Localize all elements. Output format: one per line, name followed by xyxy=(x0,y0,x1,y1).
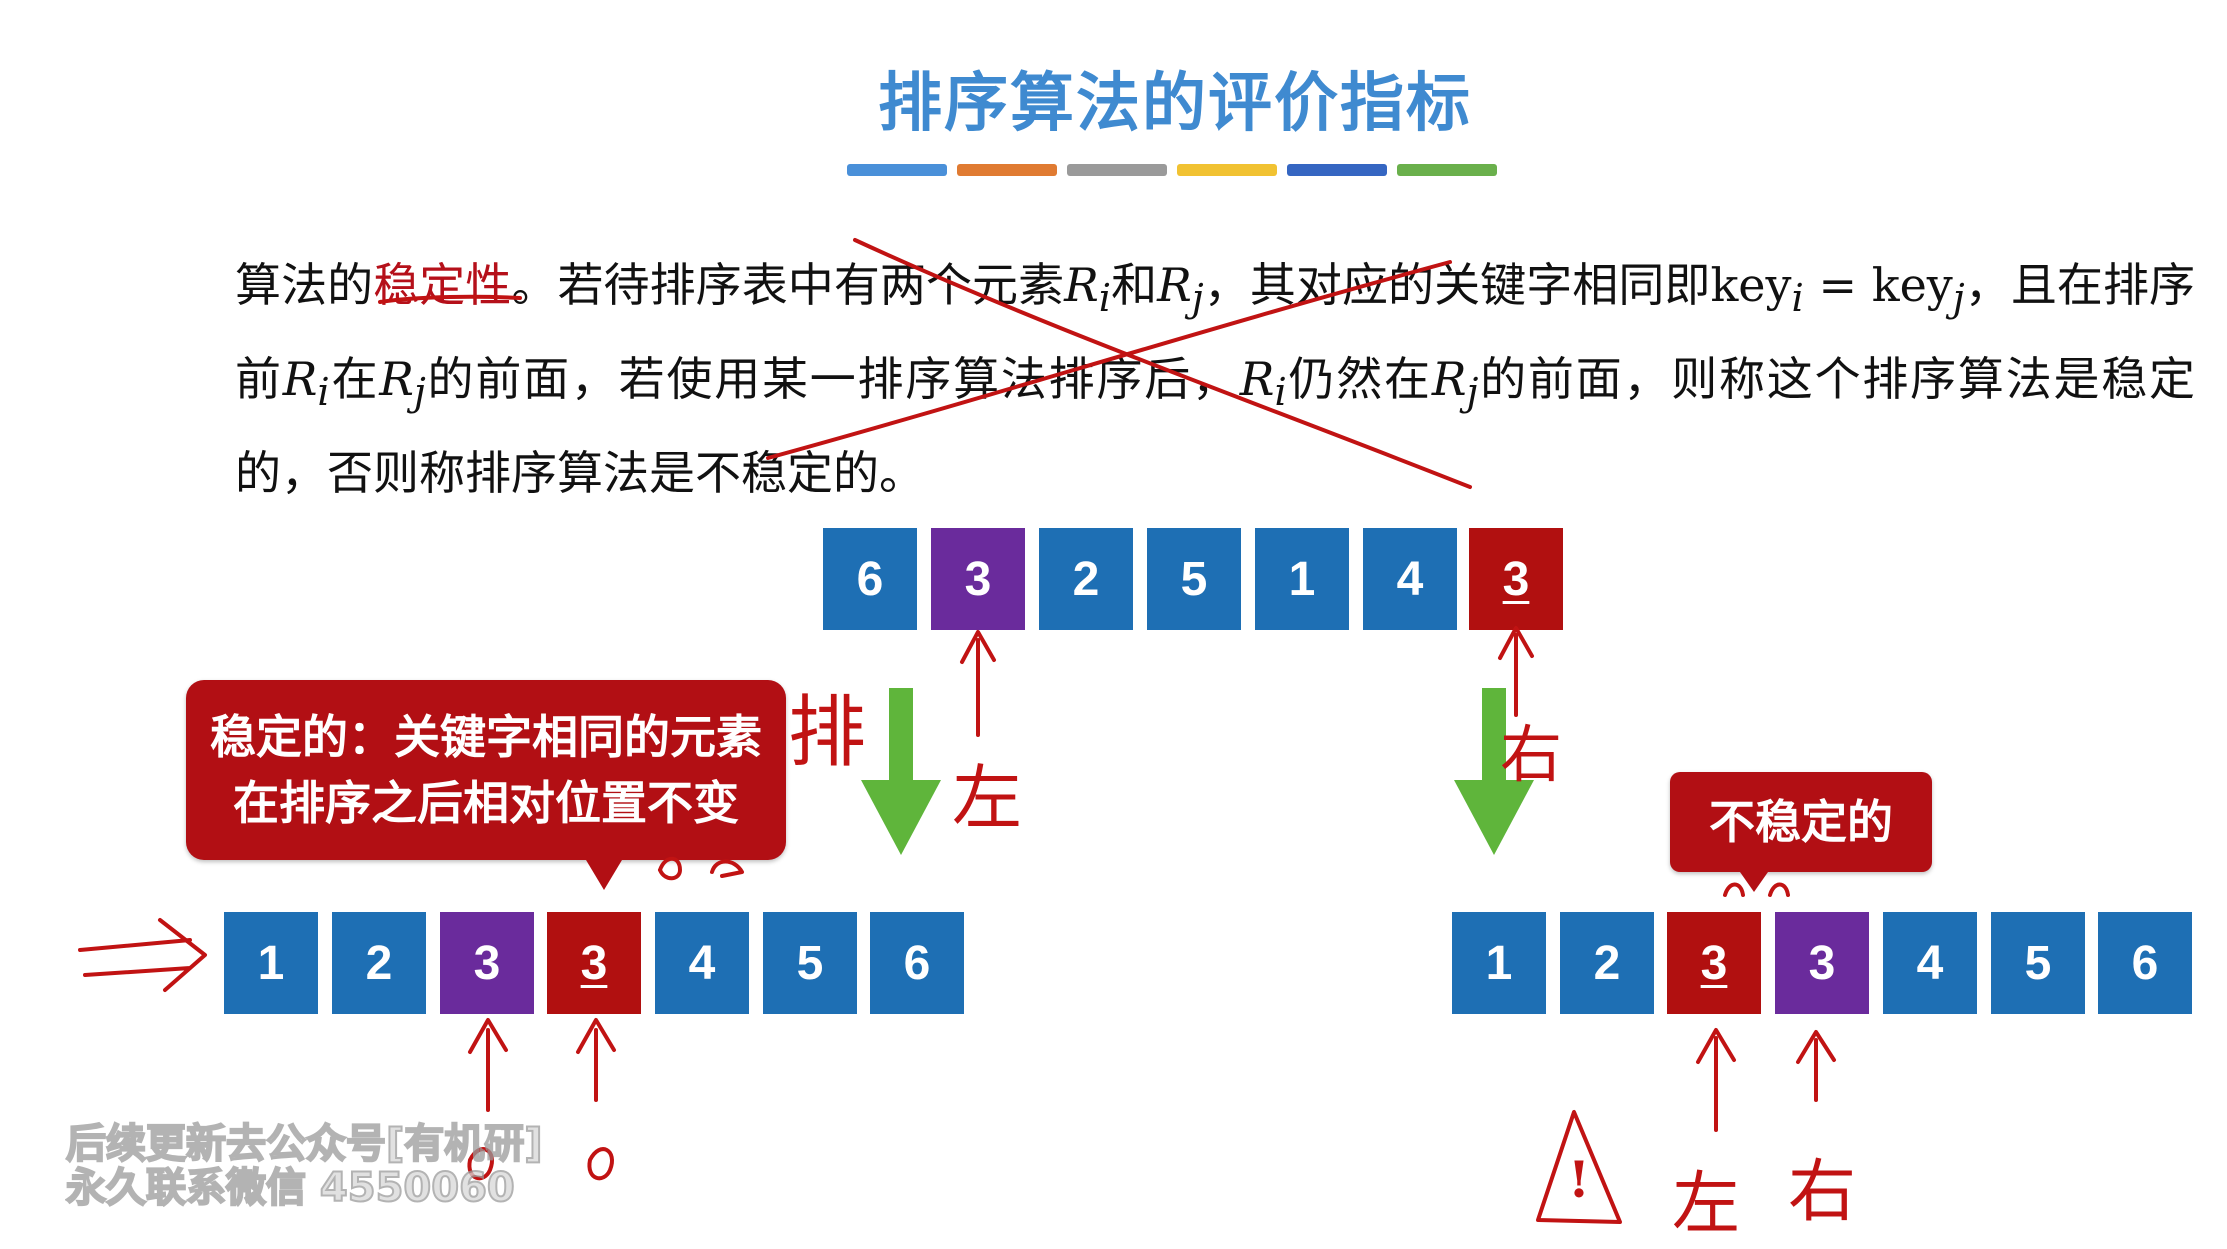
stripe xyxy=(957,164,1057,176)
var-ri: R xyxy=(1239,352,1275,407)
handwritten-left: 左 xyxy=(952,757,1022,839)
array-cell: 2 xyxy=(1039,528,1133,630)
subscript: i xyxy=(1791,276,1804,322)
array-cell: 1 xyxy=(224,912,318,1014)
stability-term: 稳定性 xyxy=(373,258,512,312)
var-ri: R xyxy=(282,352,318,407)
text: 和 xyxy=(1111,258,1158,312)
slide-title: 排序算法的评价指标 xyxy=(878,67,1472,141)
stable-callout: 稳定的：关键字相同的元素 在排序之后相对位置不变 xyxy=(186,680,786,890)
title-color-stripes xyxy=(847,164,1497,176)
green-down-arrow-right xyxy=(1454,688,1534,855)
subscript: i xyxy=(1098,276,1112,322)
ink-cross-stroke xyxy=(766,260,1452,460)
watermark-text: 后续更新去公众号[有机研] 永久联系微信 4550060 xyxy=(65,1121,586,1211)
text: 。若待排序表中有两个元素 xyxy=(511,258,1065,312)
ink-double-arrow xyxy=(78,918,207,992)
array-cell: 5 xyxy=(1991,912,2085,1014)
ink-arrow-up xyxy=(576,1018,616,1102)
text: 在 xyxy=(329,352,380,407)
ink-mark xyxy=(467,1147,494,1181)
handwritten-right: 右 xyxy=(1788,1153,1857,1232)
array-cell-ri: 3 xyxy=(440,912,534,1014)
subscript: j xyxy=(1191,276,1204,322)
array-cell: 1 xyxy=(1452,912,1546,1014)
subscript: i xyxy=(1274,370,1287,416)
array-cell: 5 xyxy=(763,912,857,1014)
text: 的前面，则称这个排序算法是稳定的，否则称排序算法是不稳定的。 xyxy=(235,352,2196,501)
warning-triangle-icon xyxy=(1536,1110,1622,1224)
callout-line: 稳定的：关键字相同的元素 xyxy=(210,710,762,764)
array-cell: 6 xyxy=(2098,912,2192,1014)
handwritten-sort: 排 xyxy=(788,688,867,778)
array-cell: 4 xyxy=(1363,528,1457,630)
subscript: i xyxy=(317,370,330,416)
callout-line: 在排序之后相对位置不变 xyxy=(233,776,739,830)
ink-arrow-up xyxy=(468,1018,508,1112)
var-rj: R xyxy=(1431,352,1467,407)
ink-cross-stroke xyxy=(853,238,1472,489)
watermark-line: 永久联系微信 4550060 xyxy=(65,1165,516,1211)
var-rj: R xyxy=(379,352,414,407)
array-cell: 4 xyxy=(655,912,749,1014)
handwritten-left: 左 xyxy=(1672,1165,1741,1244)
ink-arrow-up xyxy=(960,630,996,737)
var-ri: R xyxy=(1064,258,1099,312)
array-cell: 1 xyxy=(1255,528,1349,630)
ink-arrow-up xyxy=(1498,626,1534,717)
text: 仍然在 xyxy=(1286,352,1432,407)
array-cell-rj: 3 xyxy=(1667,912,1761,1014)
array-cell-rj: 3 xyxy=(547,912,641,1014)
ink-mark xyxy=(1723,882,1790,897)
array-cell: 2 xyxy=(332,912,426,1014)
subscript: j xyxy=(1466,370,1479,416)
cell-value: 3 xyxy=(1502,552,1530,606)
ink-arrow-up xyxy=(1796,1030,1836,1102)
handwritten-right: 右 xyxy=(1500,718,1563,791)
stripe xyxy=(847,164,947,176)
text: ，且在排序前 xyxy=(235,258,2195,407)
warning-mark: ! xyxy=(1568,1150,1590,1209)
array-cell-rj: 3 xyxy=(1469,528,1563,630)
watermark-line: 后续更新去公众号[有机研] xyxy=(65,1121,544,1167)
stripe xyxy=(1287,164,1387,176)
cell-value: 3 xyxy=(580,936,608,990)
text: 算法的 xyxy=(235,258,374,312)
text: = key xyxy=(1803,258,1953,312)
cell-value: 3 xyxy=(1700,936,1728,990)
ink-mark xyxy=(658,856,744,881)
array-cell: 5 xyxy=(1147,528,1241,630)
green-down-arrow-left xyxy=(861,688,941,855)
var-rj: R xyxy=(1157,258,1192,312)
stripe xyxy=(1067,164,1167,176)
stripe xyxy=(1397,164,1497,176)
ink-underline xyxy=(378,294,522,304)
stripe xyxy=(1177,164,1277,176)
unstable-callout: 不稳定的 xyxy=(1670,772,1932,892)
array-cell-ri: 3 xyxy=(931,528,1025,630)
array-cell: 6 xyxy=(823,528,917,630)
subscript: j xyxy=(413,370,426,416)
ink-mark xyxy=(587,1147,614,1181)
array-cell: 6 xyxy=(870,912,964,1014)
array-cell: 2 xyxy=(1560,912,1654,1014)
array-cell: 4 xyxy=(1883,912,1977,1014)
subscript: j xyxy=(1952,276,1965,322)
ink-arrow-up xyxy=(1696,1028,1736,1132)
array-cell-ri: 3 xyxy=(1775,912,1869,1014)
